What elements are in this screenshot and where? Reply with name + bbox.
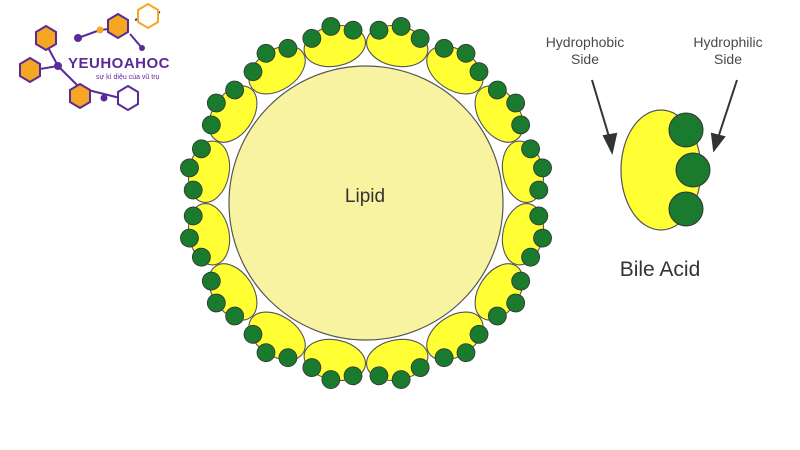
bile-acid-unit xyxy=(201,263,258,326)
hydrophilic-head xyxy=(192,139,211,159)
bile-acid-unit xyxy=(201,80,258,143)
hydrophilic-head xyxy=(434,38,454,58)
bile-acid-unit xyxy=(302,338,366,389)
bile-acid-unit xyxy=(243,311,306,368)
hydrophilic-head xyxy=(487,306,507,326)
hydrophilic-head xyxy=(469,62,489,82)
hydrophilic-head-3 xyxy=(668,191,704,227)
hydrophilic-head-1 xyxy=(668,112,704,148)
hydrophilic-head xyxy=(506,293,526,313)
logo-molecule-icon xyxy=(19,2,161,112)
hydrophilic-head xyxy=(192,247,211,267)
hydrophilic-head xyxy=(256,343,276,363)
hydrophilic-head xyxy=(369,366,389,386)
hydrophilic-head xyxy=(256,43,276,63)
hexagon-4 xyxy=(137,2,159,30)
hydrophilic-head xyxy=(533,228,552,248)
lipid-core xyxy=(228,65,504,341)
hydrophilic-head xyxy=(321,370,341,389)
hydrophilic-head xyxy=(469,324,489,344)
hexagon-6 xyxy=(117,84,139,112)
hydrophilic-head xyxy=(243,62,263,82)
hydrophilic-head xyxy=(201,271,221,291)
hydrophilic-head xyxy=(183,180,203,200)
lipid-label: Lipid xyxy=(344,186,386,207)
hydrophilic-head xyxy=(278,348,298,368)
bile-acid-unit xyxy=(474,263,531,326)
hexagon-2 xyxy=(19,56,41,84)
hydrophilic-head xyxy=(521,247,540,267)
bile-acid-unit xyxy=(366,17,430,68)
hydrophilic-head xyxy=(434,348,454,368)
hydrophilic-head xyxy=(533,158,552,178)
hydrophilic-head xyxy=(183,206,203,226)
hydrophilic-head xyxy=(410,29,430,48)
hexagon-1 xyxy=(35,24,57,52)
hydrophilic-head xyxy=(302,29,322,48)
bile-acid-ring xyxy=(180,17,552,389)
bile-acid-unit xyxy=(302,17,366,68)
hydrophilic-arrow xyxy=(710,79,738,153)
hydrophilic-head xyxy=(321,17,341,36)
bile-acid-unit xyxy=(180,203,231,267)
hydrophilic-head xyxy=(487,80,507,100)
hydrophilic-head xyxy=(456,43,476,63)
bile-acid-unit xyxy=(426,311,489,368)
hydrophilic-head xyxy=(391,17,411,36)
hexagon-3 xyxy=(107,12,129,40)
bile-acid-unit xyxy=(366,338,430,389)
bile-acid-unit xyxy=(474,80,531,143)
hydrophilic-side-label: Hydrophilic Side xyxy=(693,34,763,67)
hydrophilic-head xyxy=(206,293,226,313)
hydrophilic-head xyxy=(206,93,226,113)
hydrophilic-head xyxy=(180,228,199,248)
bile-acid-unit xyxy=(243,38,306,95)
hydrophilic-head xyxy=(391,370,411,389)
bile-acid-molecule xyxy=(620,109,711,231)
bile-acid-unit xyxy=(426,38,489,95)
hydrophilic-head-2 xyxy=(675,152,711,188)
hydrophilic-head xyxy=(201,115,221,135)
hydrophilic-head xyxy=(511,115,531,135)
bile-acid-unit xyxy=(180,139,231,203)
hydrophilic-head xyxy=(243,324,263,344)
bile-acid-label: Bile Acid xyxy=(619,258,701,281)
hydrophilic-head xyxy=(278,38,298,58)
hydrophobic-side-label: Hydrophobic Side xyxy=(545,34,625,67)
hydrophilic-head xyxy=(343,20,363,40)
hydrophilic-head xyxy=(180,158,199,178)
hexagon-5 xyxy=(69,82,91,110)
hydrophilic-head xyxy=(369,20,389,40)
hydrophilic-head xyxy=(529,180,549,200)
hydrophilic-head xyxy=(506,93,526,113)
hydrophilic-head xyxy=(521,139,540,159)
hydrophilic-head xyxy=(410,358,430,377)
bile-acid-unit xyxy=(501,139,552,203)
bile-acid-unit xyxy=(501,203,552,267)
hydrophilic-head xyxy=(302,358,322,377)
logo-tagline: sự kì diệu của vũ trụ xyxy=(96,74,160,81)
hydrophilic-head xyxy=(529,206,549,226)
hydrophilic-head xyxy=(343,366,363,386)
hydrophilic-head xyxy=(511,271,531,291)
hydrophilic-head xyxy=(225,80,245,100)
hydrophobic-arrow xyxy=(591,79,618,155)
logo-name: YEUHOAHOC xyxy=(68,55,171,72)
hydrophilic-head xyxy=(456,343,476,363)
hydrophilic-head xyxy=(225,306,245,326)
